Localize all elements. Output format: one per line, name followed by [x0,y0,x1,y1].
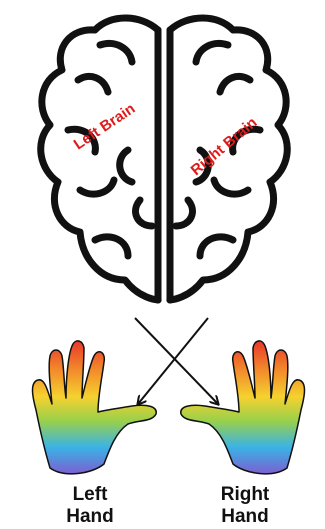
crossed-arrows [135,318,218,404]
left-hand-label: Left Hand [30,484,150,528]
right-hand-label-line1: Right [185,484,305,506]
left-hand-icon [33,341,157,474]
right-hand-label-line2: Hand [185,506,305,528]
left-hand-label-line2: Hand [30,506,150,528]
brain-icon [41,18,288,300]
right-hand-label: Right Hand [185,484,305,528]
right-brain-label: Right Brain [188,114,261,179]
right-hand-icon [181,341,305,474]
left-hand-label-line1: Left [30,484,150,506]
